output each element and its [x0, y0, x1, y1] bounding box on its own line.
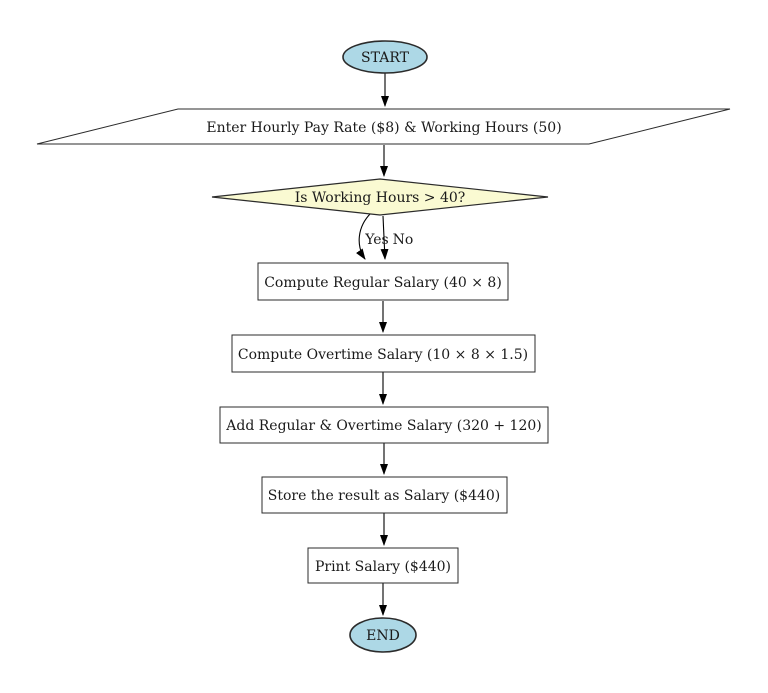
process-box-store-result-label: Store the result as Salary ($440): [268, 488, 501, 504]
end-node: [349, 617, 417, 653]
decision-diamond-label: Is Working Hours > 40?: [295, 190, 466, 206]
process-box-compute-regular-label: Compute Regular Salary (40 × 8): [264, 275, 502, 291]
start-node-label: START: [361, 50, 410, 66]
arrow-decision-no: [380, 215, 389, 260]
process-box-add-salaries-label: Add Regular & Overtime Salary (320 + 120…: [225, 418, 541, 434]
edge-label-no: No: [393, 232, 414, 248]
process-box-print-salary: [307, 547, 459, 584]
arrow-decision-yes: [356, 212, 372, 260]
process-box-compute-overtime: [231, 334, 536, 373]
decision-diamond: [211, 178, 549, 216]
process-box-print-salary-label: Print Salary ($440): [315, 559, 451, 575]
end-node-label: END: [366, 628, 400, 644]
input-parallelogram-label: Enter Hourly Pay Rate ($8) & Working Hou…: [206, 120, 561, 136]
process-box-add-salaries: [219, 406, 549, 444]
edge-label-yes: Yes: [364, 232, 389, 248]
start-node: [342, 40, 428, 74]
input-parallelogram: [36, 108, 731, 145]
process-box-compute-regular: [257, 262, 509, 301]
process-box-compute-overtime-label: Compute Overtime Salary (10 × 8 × 1.5): [238, 347, 528, 363]
process-box-store-result: [261, 476, 508, 514]
